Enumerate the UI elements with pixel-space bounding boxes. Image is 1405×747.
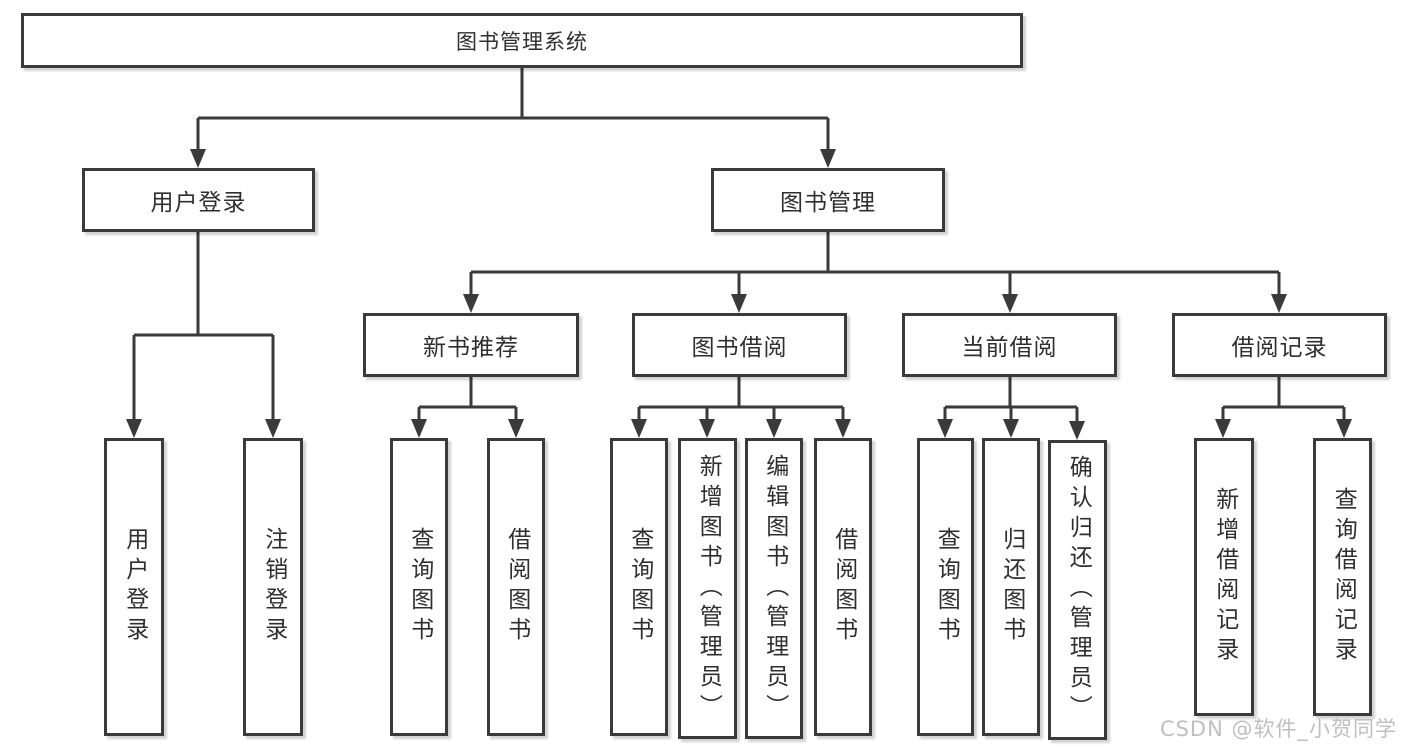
leaf-add-books-admin: 新增图书（管理员） <box>678 438 737 739</box>
leaf-borrow-books-recommend: 借阅图书 <box>487 438 545 736</box>
leaf-logout-login: 注销登录 <box>243 438 303 736</box>
edge-root-to-level2 <box>196 68 830 150</box>
leaf-add-borrow-record: 新增借阅记录 <box>1194 438 1254 716</box>
edge-borrow-records-children <box>1221 377 1346 420</box>
node-user-login: 用户登录 <box>82 168 315 232</box>
leaf-borrow-books-borrow: 借阅图书 <box>814 438 872 736</box>
edge-book-borrow-children <box>637 377 845 420</box>
leaf-edit-books-admin: 编辑图书（管理员） <box>745 438 803 739</box>
node-book-borrow: 图书借阅 <box>632 313 847 377</box>
node-current-borrow: 当前借阅 <box>902 313 1117 377</box>
node-borrow-records: 借阅记录 <box>1172 313 1387 377</box>
leaf-return-books: 归还图书 <box>982 438 1040 736</box>
leaf-query-books-current: 查询图书 <box>917 438 974 736</box>
edge-new-book-children <box>417 377 518 420</box>
leaf-query-books-borrow: 查询图书 <box>610 438 668 736</box>
leaf-query-books-recommend: 查询图书 <box>390 438 448 736</box>
node-book-management: 图书管理 <box>711 168 945 232</box>
leaf-user-login: 用户登录 <box>104 438 164 736</box>
edge-current-borrow-children <box>943 377 1079 422</box>
arrowheads <box>126 149 1352 440</box>
edge-book-mgmt-children <box>469 232 1281 295</box>
leaf-query-borrow-record: 查询借阅记录 <box>1313 438 1372 716</box>
node-library-management-system: 图书管理系统 <box>21 13 1023 68</box>
watermark: CSDN @软件_小贺同学 <box>1159 717 1397 741</box>
node-new-book-recommend: 新书推荐 <box>363 313 579 377</box>
edge-user-login-children <box>132 232 275 420</box>
leaf-confirm-return-admin: 确认归还（管理员） <box>1048 440 1107 740</box>
